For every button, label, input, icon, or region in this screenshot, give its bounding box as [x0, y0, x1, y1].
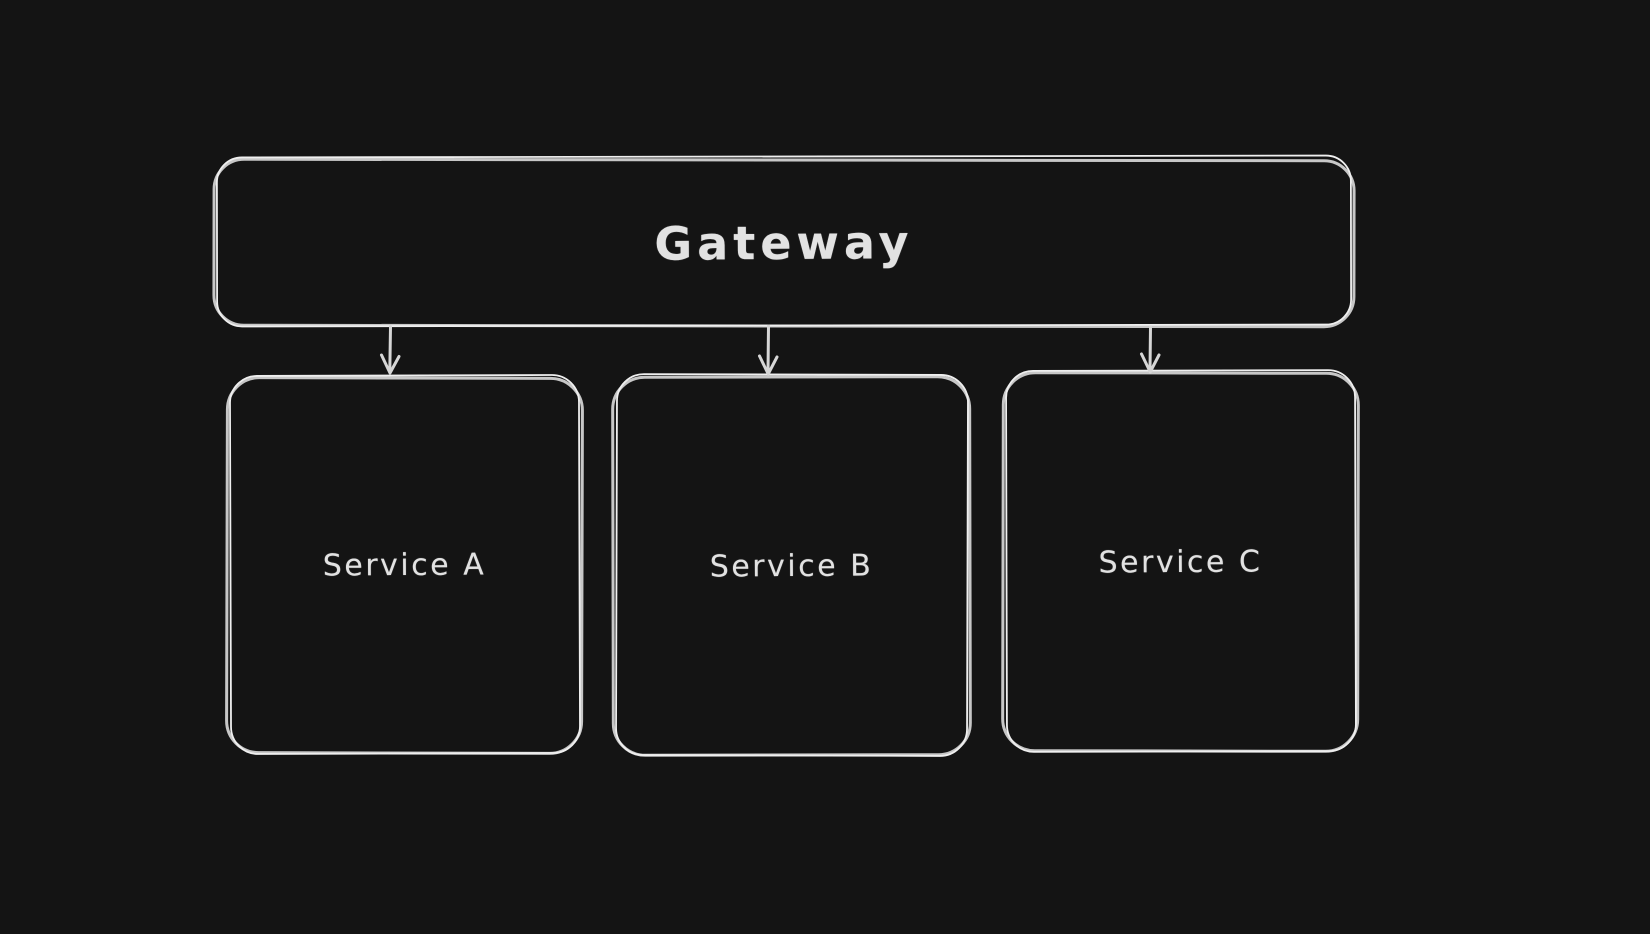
arrow-gateway-to-service-b[interactable]	[758, 324, 779, 376]
service-a-box[interactable]	[225, 374, 584, 755]
arrow-gateway-to-service-a[interactable]	[380, 325, 401, 375]
gateway-box[interactable]	[212, 154, 1356, 329]
service-c-box[interactable]	[1001, 369, 1360, 753]
service-b-box[interactable]	[611, 373, 972, 757]
arrow-gateway-to-service-c[interactable]	[1140, 325, 1161, 374]
